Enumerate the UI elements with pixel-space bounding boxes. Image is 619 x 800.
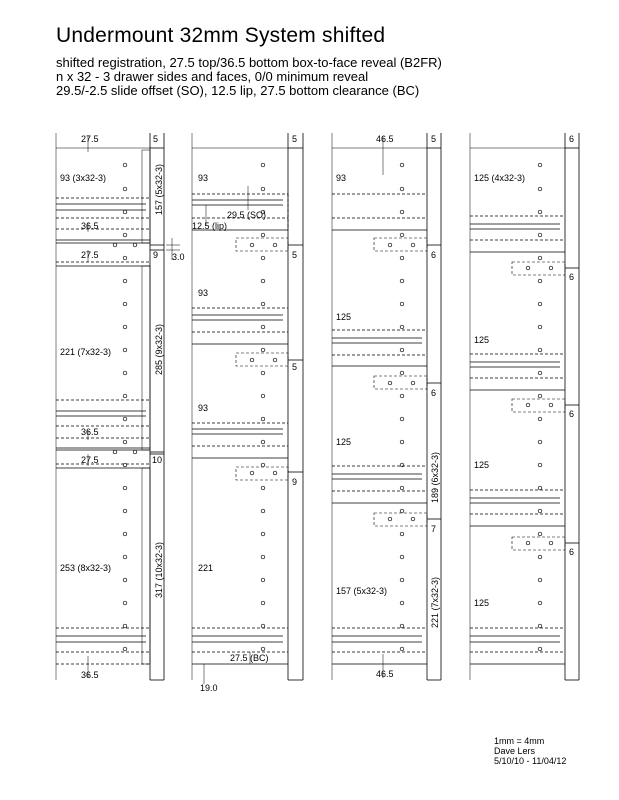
- subtitle-line-2: n x 32 - 3 drawer sides and faces, 0/0 m…: [56, 69, 369, 84]
- drawer-tag: 5: [292, 362, 297, 372]
- column-3: [331, 133, 442, 681]
- drawer-label: 93 (3x32-3): [60, 173, 106, 183]
- footer-info: 1mm = 4mm Dave Lers 5/10/10 - 11/04/12: [494, 736, 566, 766]
- footer-author: Dave Lers: [494, 746, 536, 756]
- dim-gap: 3.0: [172, 252, 185, 262]
- drawer-tag: 9: [292, 477, 297, 487]
- dim-top: 46.5: [376, 134, 394, 144]
- subtitle-line-1: shifted registration, 27.5 top/36.5 bott…: [56, 55, 442, 70]
- drawer-tag: 7: [431, 524, 436, 534]
- drawer-label: 93: [198, 173, 208, 183]
- drawer-tag: 6: [431, 388, 436, 398]
- drawer-label: 125 (4x32-3): [474, 173, 525, 183]
- drawer-tag: 6: [431, 250, 436, 260]
- drawer-vertical-label: 221 (7x32-3): [430, 577, 440, 628]
- drawer-label: 93: [336, 173, 346, 183]
- dim-lip: 12.5 (lip): [192, 221, 227, 231]
- page-title: Undermount 32mm System shifted: [56, 24, 386, 47]
- drawer-label: 125: [474, 335, 489, 345]
- drawer-tag: 5: [153, 134, 158, 144]
- column-4: [469, 133, 580, 681]
- drawer-tag: 5: [292, 134, 297, 144]
- drawer-tag: 6: [569, 547, 574, 557]
- drawer-label: 253 (8x32-3): [60, 563, 111, 573]
- drawer-label: 125: [336, 437, 351, 447]
- footer-dates: 5/10/10 - 11/04/12: [494, 756, 567, 766]
- dim-top-reveal-2: 27.5: [81, 250, 99, 260]
- drawer-tag: 5: [431, 134, 436, 144]
- dim-bottom-reveal-2: 36.5: [81, 427, 99, 437]
- column-2: [191, 133, 304, 684]
- drawer-label: 221 (7x32-3): [60, 347, 111, 357]
- drawer-label: 93: [198, 288, 208, 298]
- drawer-label: 125: [474, 598, 489, 608]
- drawer-vertical-label: 317 (10x32-3): [154, 542, 164, 598]
- drawer-label: 125: [336, 312, 351, 322]
- dim-bottom-offset: 19.0: [200, 683, 218, 693]
- drawer-tag: 10: [152, 455, 162, 465]
- drawer-vertical-label: 157 (5x32-3): [154, 164, 164, 215]
- drawer-tag: 5: [292, 250, 297, 260]
- drawer-tag: 9: [153, 250, 158, 260]
- dim-bottom-reveal-3: 36.5: [81, 670, 99, 680]
- drawer-label: 157 (5x32-3): [336, 586, 387, 596]
- dim-bottom-reveal-1: 36.5: [81, 221, 99, 231]
- drawer-tag: 6: [569, 409, 574, 419]
- dim-top-reveal-3: 27.5: [81, 455, 99, 465]
- footer-scale: 1mm = 4mm: [494, 736, 545, 746]
- column-1: [55, 133, 180, 681]
- subtitle-line-3: 29.5/-2.5 slide offset (SO), 12.5 lip, 2…: [56, 83, 420, 98]
- drawer-tag: 6: [569, 272, 574, 282]
- drawer-label: 125: [474, 460, 489, 470]
- dim-bottom-clearance: 27.5 (BC): [230, 653, 269, 663]
- drawer-tag: 6: [569, 134, 574, 144]
- dim-top-reveal-1: 27.5: [81, 134, 99, 144]
- drawer-vertical-label: 285 (9x32-3): [154, 324, 164, 375]
- drawer-vertical-label: 189 (6x32-3): [430, 452, 440, 503]
- dim-bottom: 46.5: [376, 669, 394, 679]
- drawer-label: 221: [198, 563, 213, 573]
- drawer-label: 93: [198, 403, 208, 413]
- dim-slide-offset: 29.5 (SO): [227, 210, 266, 220]
